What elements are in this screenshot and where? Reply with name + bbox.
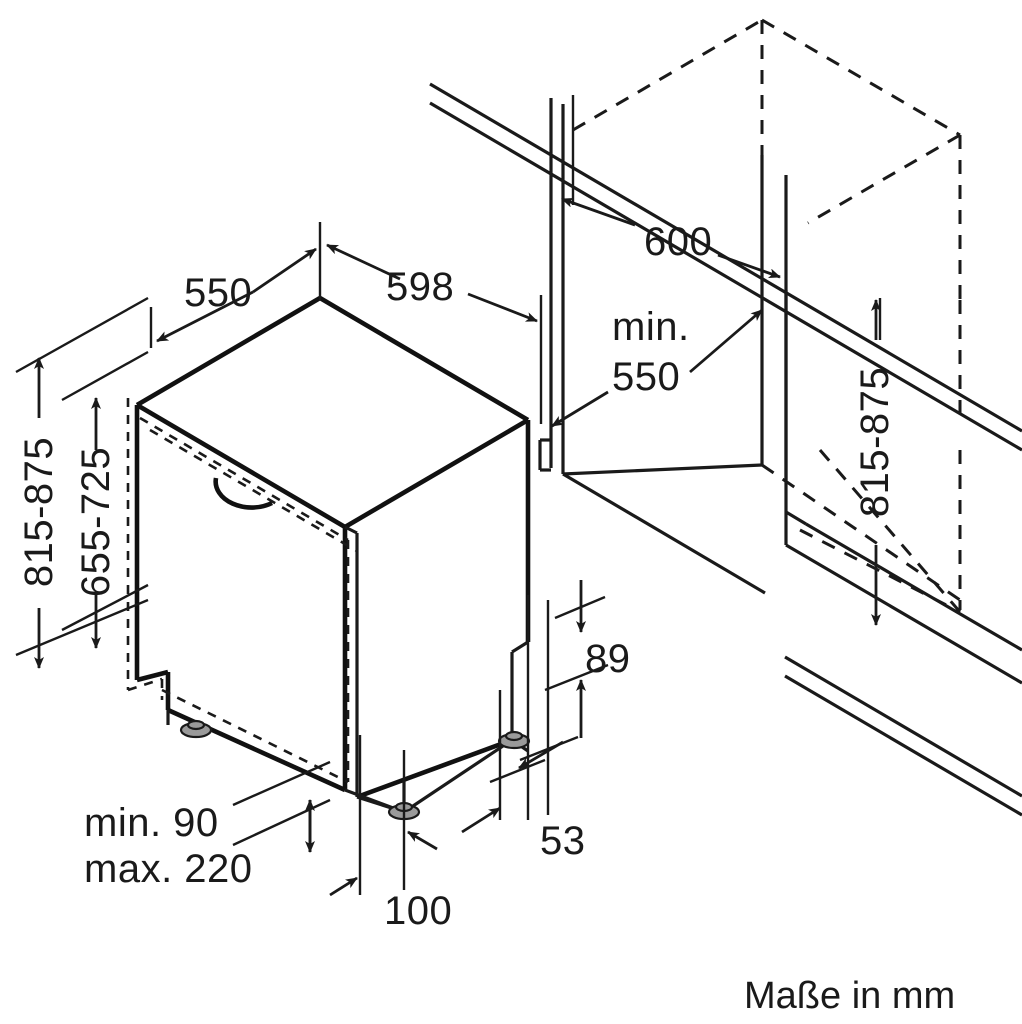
label-niche-600: 600 (644, 220, 712, 264)
dimension-arrows (34, 197, 881, 897)
label-niche-min: min. (612, 305, 690, 349)
label-toe-max-220: max. 220 (84, 847, 253, 891)
label-width-598: 598 (386, 265, 454, 309)
right-wall-panel (784, 290, 1022, 685)
label-depth-550: 550 (184, 271, 252, 315)
label-height-left-inner: 655-725 (74, 447, 118, 597)
label-height-left-outer: 815-875 (17, 437, 61, 587)
caption-units: Maße in mm (744, 975, 955, 1017)
label-base-100: 100 (384, 889, 452, 933)
label-plinth-53: 53 (540, 819, 586, 863)
label-height-right: 815-875 (853, 367, 897, 517)
label-niche-550: 550 (612, 355, 680, 399)
door-handle-icon (213, 477, 274, 510)
extension-lines (15, 95, 882, 895)
door-front-hidden-outline (126, 398, 358, 784)
label-plinth-89: 89 (585, 637, 631, 681)
cabinet-niche-outline (572, 18, 962, 614)
label-toe-min-90: min. 90 (84, 801, 219, 845)
worktop-surface (429, 82, 1022, 452)
lower-worktop-edge (784, 655, 1022, 817)
